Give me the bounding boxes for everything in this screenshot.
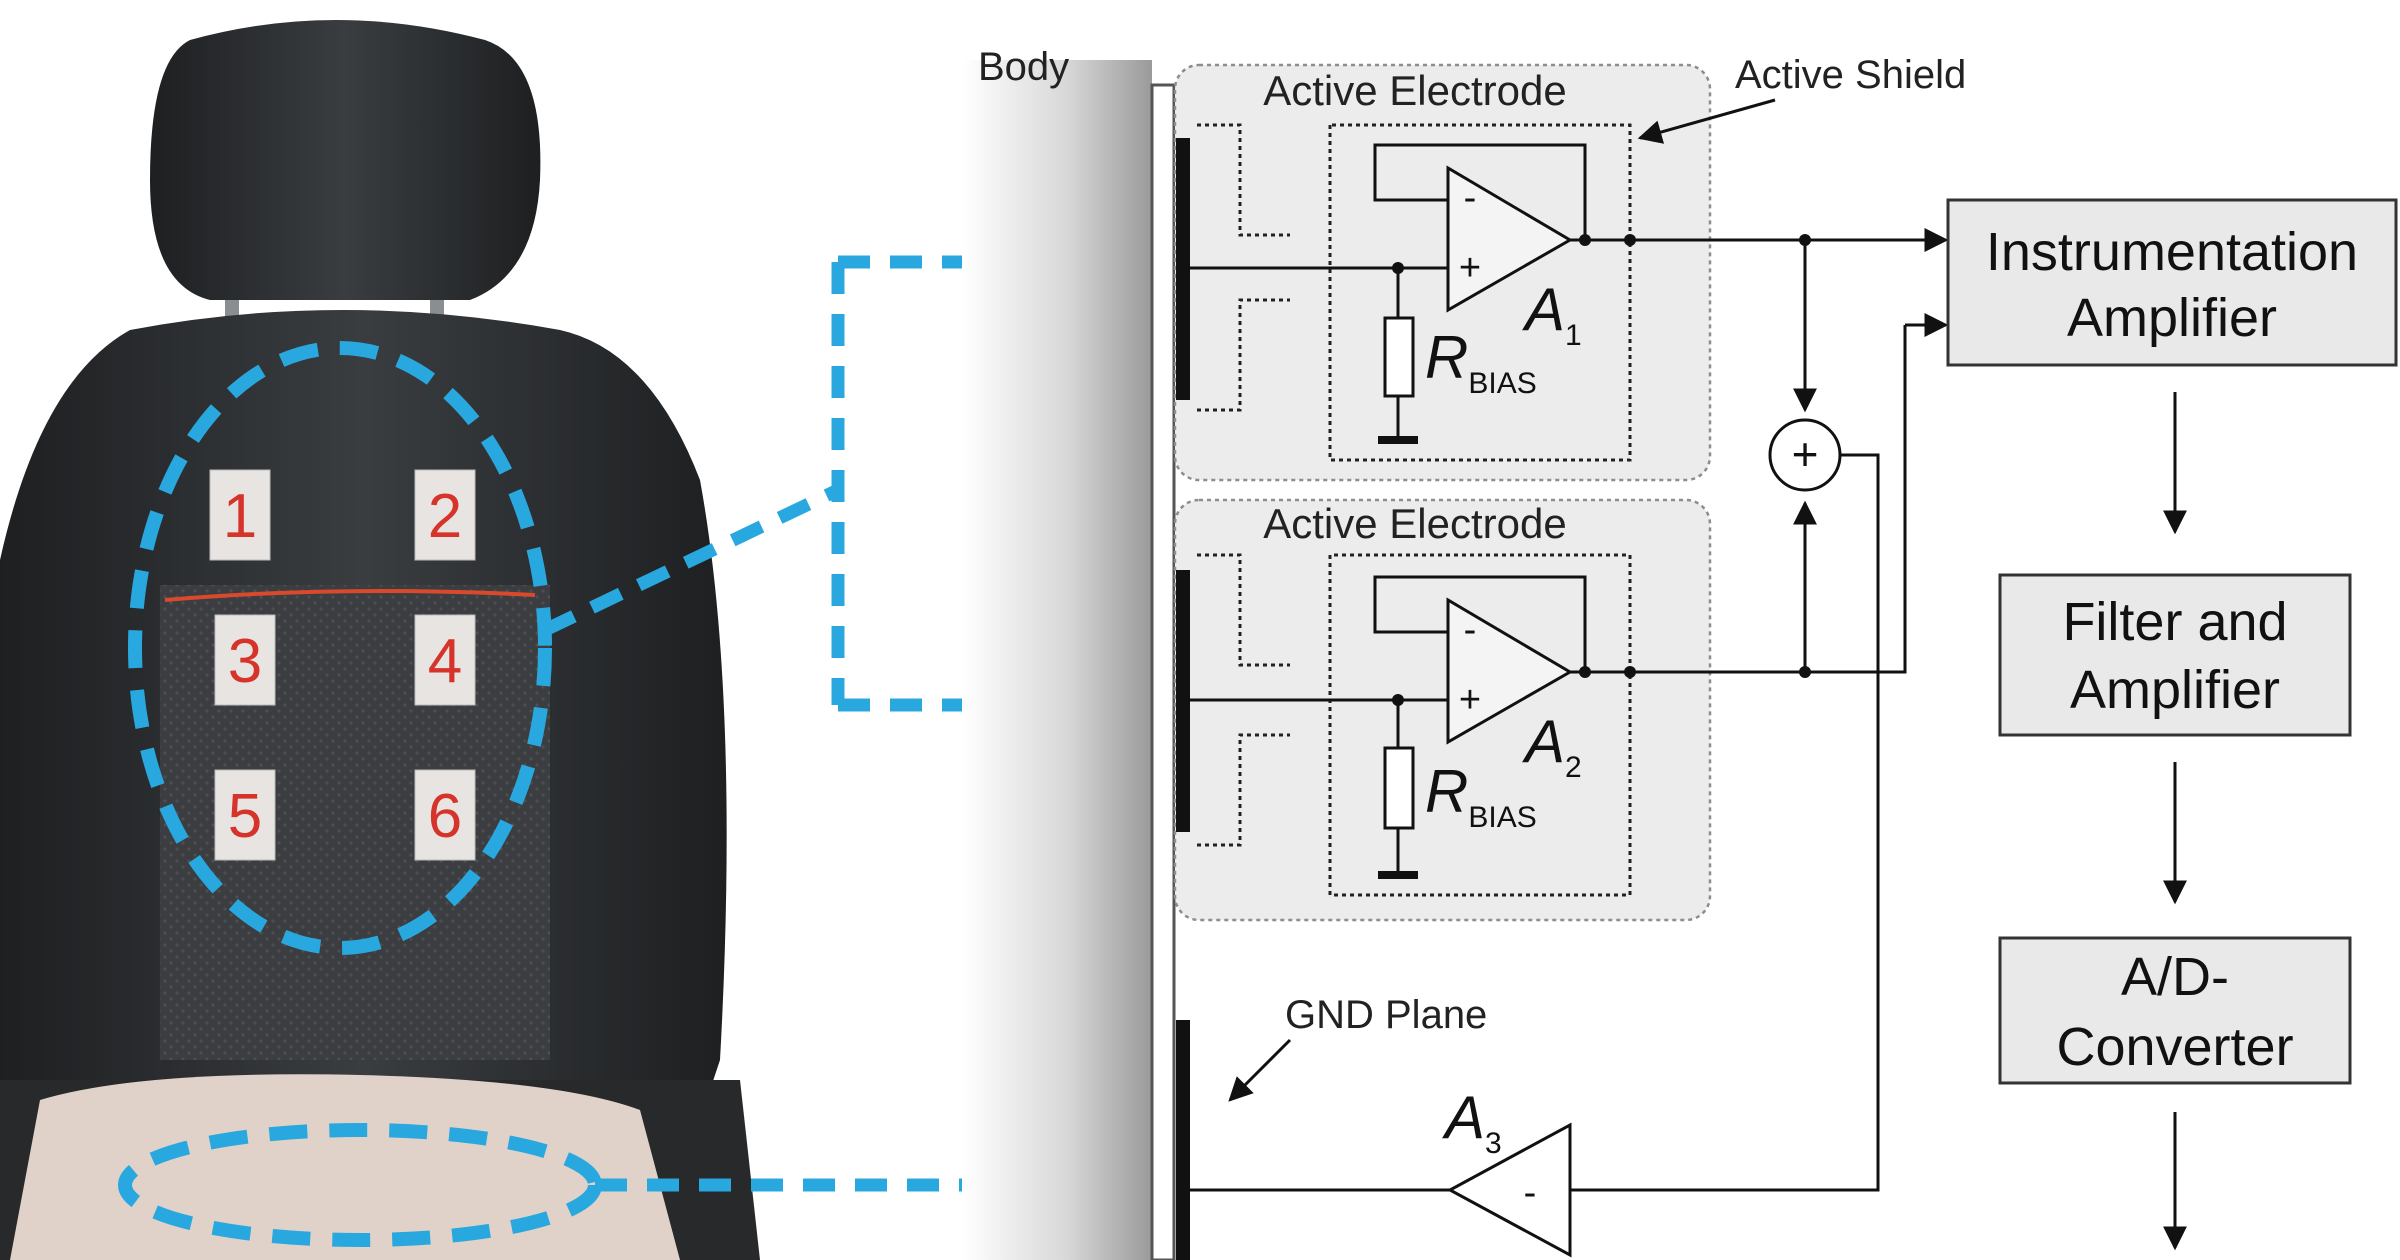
active-electrode-box-1: [1173, 63, 1712, 482]
electrode-3: 3: [214, 614, 276, 706]
electrode-label: 3: [228, 627, 262, 696]
instrumentation-amplifier-line2: Amplifier: [2067, 288, 2277, 348]
opamp-3-triangle: [1446, 1122, 1572, 1258]
opamp-2-label: A2: [1522, 708, 1582, 784]
insulation-layer: [1150, 83, 1176, 1260]
ad-converter-line1: A/D-: [2121, 947, 2229, 1007]
electrode-5: 5: [214, 769, 276, 861]
electrode-6: 6: [414, 769, 476, 861]
electrode-plate-2: [1176, 570, 1190, 832]
ad-converter-line2: Converter: [2056, 1017, 2293, 1077]
body-band: [962, 60, 1152, 1260]
filter-amplifier-line2: Amplifier: [2070, 660, 2280, 720]
electrode-tiles: 1 2 3 4 5 6: [209, 469, 476, 861]
electrode-label: 1: [223, 482, 257, 551]
filter-amplifier-block: Filter and Amplifier: [1998, 573, 2352, 737]
minus-sign-1: -: [1464, 177, 1477, 219]
instrumentation-amplifier-line1: Instrumentation: [1986, 222, 2358, 282]
active-electrode-box-2: [1173, 498, 1712, 922]
gnd-plane-pointer: [1228, 1038, 1292, 1102]
electrode-region-highlight: [128, 341, 552, 955]
plus-sign-1: +: [1459, 247, 1481, 289]
seat-seam: [164, 589, 536, 602]
electrode-label: 6: [428, 782, 462, 851]
plus-sign-2: +: [1459, 679, 1481, 721]
summing-junction-sign: +: [1792, 428, 1819, 480]
gnd-plate: [1176, 1020, 1190, 1260]
opamp-3-label: A3: [1442, 1084, 1502, 1160]
resistor-1-label: RBIAS: [1425, 324, 1537, 400]
shield-traces: [1197, 123, 1632, 897]
instrumentation-amplifier-block: Instrumentation Amplifier: [1946, 198, 2398, 367]
ad-converter-block: A/D- Converter: [1998, 936, 2352, 1085]
electrode-label: 2: [428, 482, 462, 551]
gnd-plane-label: GND Plane: [1285, 993, 1487, 1037]
electrode-label: 5: [228, 782, 262, 851]
electrode-plate-1: [1176, 138, 1190, 400]
summing-junction: [1768, 418, 1842, 492]
opamp-2-circuit: [1190, 325, 1907, 879]
opamp-1-circuit: [1190, 143, 1940, 444]
electrode-2: 2: [414, 469, 476, 561]
headrest: [150, 20, 541, 300]
opamp-1-triangle: [1446, 165, 1573, 313]
filter-amplifier-line1: Filter and: [2062, 592, 2287, 652]
car-seat: [0, 20, 760, 1260]
electrode-label: 4: [428, 627, 462, 696]
resistor-2: [1383, 746, 1415, 830]
minus-sign-3: -: [1524, 1172, 1537, 1214]
resistor-1: [1383, 316, 1415, 398]
body-label: Body: [978, 45, 1069, 89]
electrode-1: 1: [209, 469, 271, 561]
minus-sign-2: -: [1464, 609, 1477, 651]
opamp-1-label: A1: [1522, 276, 1582, 352]
resistor-2-label: RBIAS: [1425, 758, 1537, 834]
active-shield-label: Active Shield: [1735, 53, 1966, 97]
active-shield-pointer: [1637, 98, 1776, 144]
summing-network: [1190, 228, 1949, 1192]
active-electrode-label-2: Active Electrode: [1263, 500, 1566, 547]
blue-connectors: [542, 255, 1020, 1192]
electrode-4: 4: [414, 614, 476, 706]
active-electrode-label-1: Active Electrode: [1263, 67, 1566, 114]
connector-upper: [542, 255, 1020, 712]
opamp-2-triangle: [1446, 597, 1573, 745]
